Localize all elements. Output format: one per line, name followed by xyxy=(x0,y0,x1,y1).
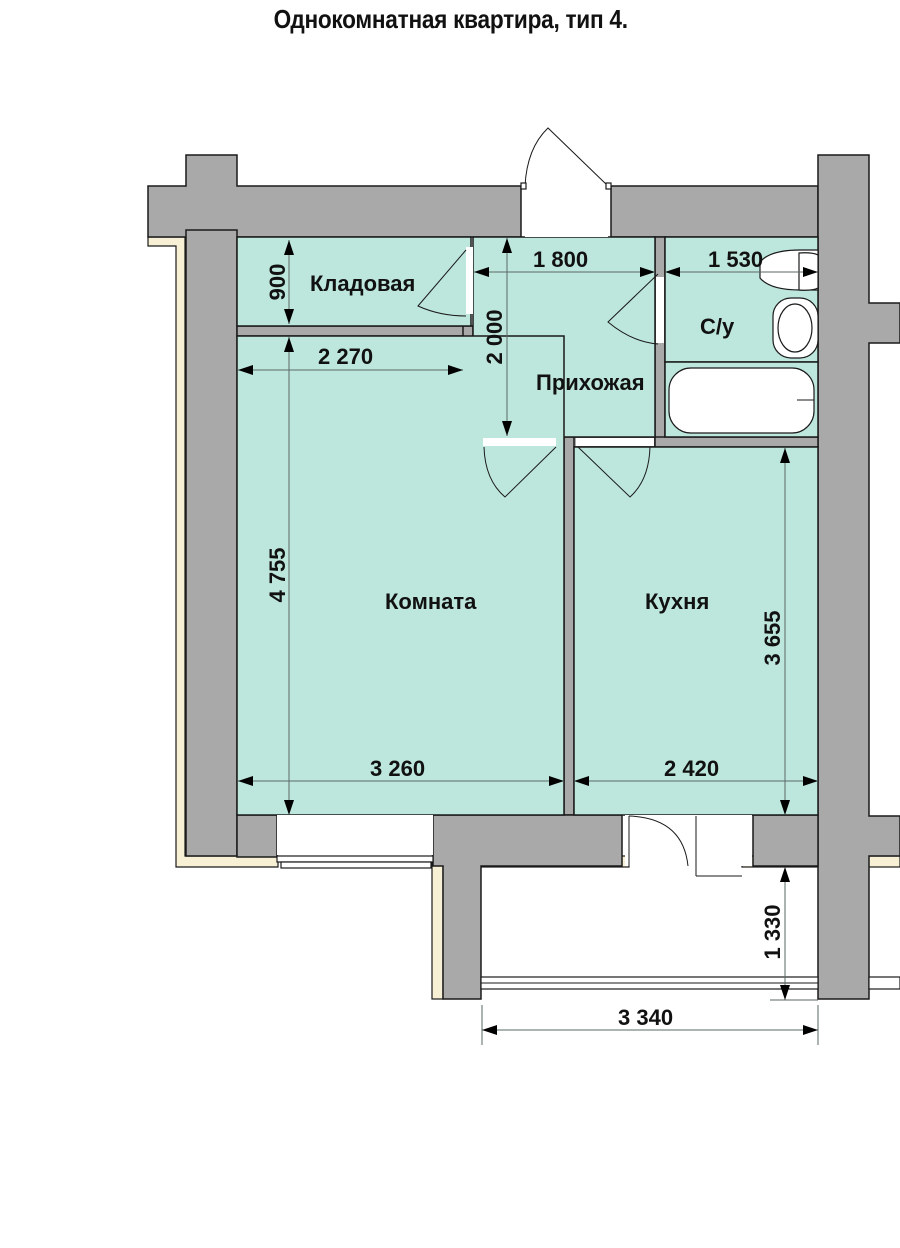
plan-title: Однокомнатная квартира, тип 4. xyxy=(273,4,628,34)
dim-living-bottom-width: 3 260 xyxy=(370,756,425,781)
bathroom-fixtures xyxy=(668,249,819,434)
dim-hallway-width: 1 800 xyxy=(533,247,588,272)
label-kitchen: Кухня xyxy=(645,589,709,614)
label-storage: Кладовая xyxy=(310,271,415,296)
dim-storage-height: 900 xyxy=(265,264,290,301)
bathtub-icon xyxy=(668,367,815,434)
room-living xyxy=(236,335,565,816)
dim-balcony-depth: 1 330 xyxy=(760,904,785,959)
dim-living-top-width: 2 270 xyxy=(318,344,373,369)
dim-kitchen-width: 2 420 xyxy=(664,756,719,781)
room-kitchen xyxy=(573,446,819,816)
windows xyxy=(276,855,900,990)
dim-living-height: 4 755 xyxy=(265,547,290,602)
dimension-lines xyxy=(238,238,819,1045)
label-living-room: Комната xyxy=(385,589,477,614)
dim-balcony-width: 3 340 xyxy=(618,1005,673,1030)
dim-hallway-height: 2 000 xyxy=(482,309,507,364)
dim-bathroom-width: 1 530 xyxy=(708,247,763,272)
door-swings xyxy=(417,127,742,877)
label-hallway: Прихожая xyxy=(536,370,645,395)
dim-kitchen-height: 3 655 xyxy=(760,610,785,665)
label-bathroom: С/у xyxy=(700,314,735,339)
